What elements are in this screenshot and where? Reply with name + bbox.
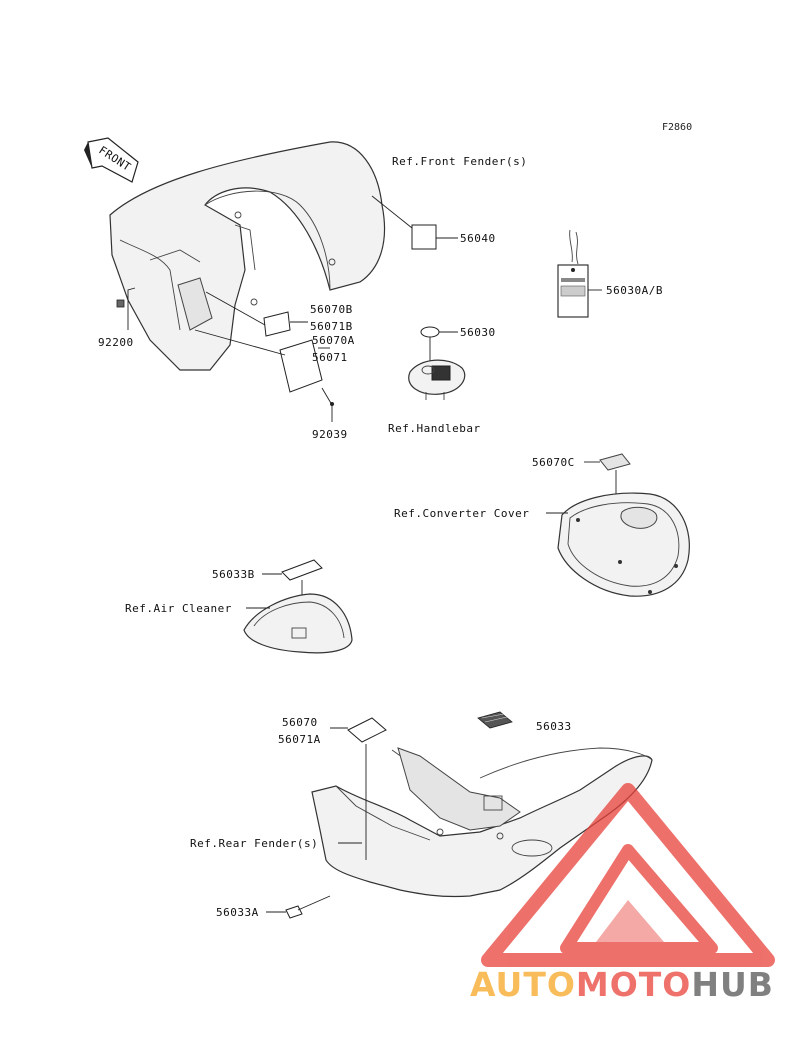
decal-56070b (263, 311, 291, 337)
label-56033: 56033 (536, 720, 572, 733)
leader-front-fender (371, 195, 413, 229)
label-56040: 56040 (460, 232, 496, 245)
ref-rear-fender: Ref.Rear Fender(s) (190, 837, 318, 850)
label-56071b: 56071B (310, 320, 353, 333)
label-56070b: 56070B (310, 303, 353, 316)
label-92200: 92200 (98, 336, 134, 349)
ref-front-fender: Ref.Front Fender(s) (392, 155, 527, 168)
ref-converter-cover: Ref.Converter Cover (394, 507, 529, 520)
front-fender-drawing (109, 141, 386, 371)
label-56070a: 56070A (312, 334, 355, 347)
label-56030: 56030 (460, 326, 496, 339)
label-56033a: 56033A (216, 906, 259, 919)
decal-56070 (347, 717, 387, 743)
screw-92039 (330, 402, 334, 406)
label-56071: 56071 (312, 351, 348, 364)
ref-air-cleaner: Ref.Air Cleaner (125, 602, 232, 615)
handlebar-drawing (408, 359, 466, 400)
decal-56070c (599, 453, 631, 471)
label-56070: 56070 (282, 716, 318, 729)
figure-code: F2860 (662, 122, 692, 133)
watermark-text: AUTOMOTOHUB (470, 965, 774, 1004)
ref-handlebar: Ref.Handlebar (388, 422, 481, 435)
converter-cover-drawing (557, 492, 690, 597)
decal-56033a (285, 905, 303, 919)
automotohub-logo-watermark (481, 783, 775, 967)
label-56071a: 56071A (278, 733, 321, 746)
decal-56070a (279, 339, 323, 393)
washer-56030 (420, 326, 440, 338)
decal-56040 (411, 224, 437, 250)
decal-56033 (477, 711, 513, 729)
front-arrow-icon: FRONT (84, 137, 139, 183)
rear-fender-drawing (311, 747, 653, 898)
decal-56033b (281, 559, 323, 581)
label-92039: 92039 (312, 428, 348, 441)
fastener-92200 (116, 299, 125, 308)
label-56030ab: 56030A/B (606, 284, 663, 297)
hang-tag-56030ab (557, 229, 589, 318)
label-56033b: 56033B (212, 568, 255, 581)
label-56070c: 56070C (532, 456, 575, 469)
air-cleaner-drawing (243, 593, 353, 654)
